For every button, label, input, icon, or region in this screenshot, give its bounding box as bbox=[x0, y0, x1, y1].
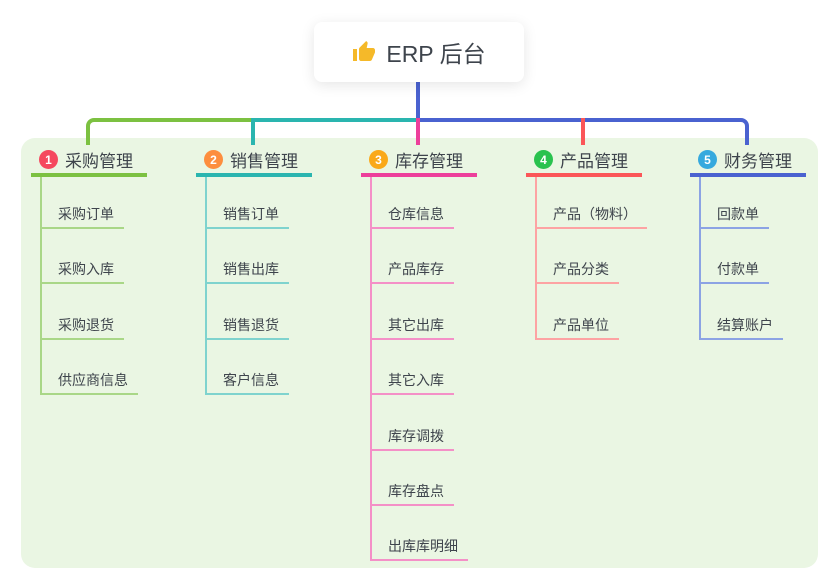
branch-number-badge: 2 bbox=[204, 150, 223, 169]
branch-node-3[interactable]: 3 库存管理 bbox=[361, 146, 477, 177]
branch-number-badge: 1 bbox=[39, 150, 58, 169]
branch-trunk-line bbox=[40, 177, 42, 396]
mindmap-background-panel bbox=[21, 138, 818, 568]
root-node[interactable]: ERP 后台 bbox=[314, 22, 524, 82]
leaf-node[interactable]: 产品（物料） bbox=[535, 202, 647, 229]
branch-trunk-line bbox=[535, 177, 537, 340]
branch-number-badge: 5 bbox=[698, 150, 717, 169]
leaf-node[interactable]: 客户信息 bbox=[205, 368, 289, 396]
leaf-node[interactable]: 供应商信息 bbox=[40, 368, 138, 396]
leaf-node[interactable]: 其它入库 bbox=[370, 368, 454, 396]
branch-node-4[interactable]: 4 产品管理 bbox=[526, 146, 642, 177]
leaf-node[interactable]: 其它出库 bbox=[370, 313, 454, 340]
root-title: ERP 后台 bbox=[386, 41, 486, 67]
leaf-node[interactable]: 仓库信息 bbox=[370, 202, 454, 229]
branch-number-badge: 3 bbox=[369, 150, 388, 169]
branch-drop-4 bbox=[581, 118, 585, 145]
leaf-node[interactable]: 采购退货 bbox=[40, 313, 124, 340]
leaf-node[interactable]: 产品库存 bbox=[370, 257, 454, 285]
branch-trunk-line bbox=[370, 177, 372, 562]
thumbs-up-icon bbox=[353, 41, 376, 61]
leaf-node[interactable]: 库存盘点 bbox=[370, 479, 454, 506]
branch-drop-2 bbox=[251, 118, 255, 145]
branch-label: 财务管理 bbox=[724, 152, 792, 171]
branch-number-badge: 4 bbox=[534, 150, 553, 169]
branch-label: 库存管理 bbox=[395, 152, 463, 171]
branch-trunk-line bbox=[699, 177, 701, 340]
branch-drop-3 bbox=[416, 118, 420, 145]
branch-node-2[interactable]: 2 销售管理 bbox=[196, 146, 312, 177]
rail-segment-2 bbox=[253, 118, 418, 122]
leaf-node[interactable]: 销售退货 bbox=[205, 313, 289, 340]
leaf-node[interactable]: 产品单位 bbox=[535, 313, 619, 340]
leaf-node[interactable]: 出库库明细 bbox=[370, 534, 468, 562]
branch-node-1[interactable]: 1 采购管理 bbox=[31, 146, 147, 177]
leaf-node[interactable]: 付款单 bbox=[699, 257, 769, 285]
leaf-node[interactable]: 销售订单 bbox=[205, 202, 289, 229]
leaf-node[interactable]: 结算账户 bbox=[699, 313, 783, 340]
leaf-node[interactable]: 销售出库 bbox=[205, 257, 289, 285]
branch-label: 采购管理 bbox=[65, 152, 133, 171]
leaf-node[interactable]: 采购订单 bbox=[40, 202, 124, 229]
leaf-node[interactable]: 回款单 bbox=[699, 202, 769, 229]
branch-label: 销售管理 bbox=[230, 152, 298, 171]
rail-segment-1 bbox=[86, 118, 253, 145]
leaf-node[interactable]: 采购入库 bbox=[40, 257, 124, 285]
root-connector-stem bbox=[416, 82, 420, 118]
leaf-node[interactable]: 产品分类 bbox=[535, 257, 619, 285]
branch-label: 产品管理 bbox=[560, 152, 628, 171]
branch-node-5[interactable]: 5 财务管理 bbox=[690, 146, 806, 177]
leaf-node[interactable]: 库存调拨 bbox=[370, 424, 454, 451]
branch-trunk-line bbox=[205, 177, 207, 396]
